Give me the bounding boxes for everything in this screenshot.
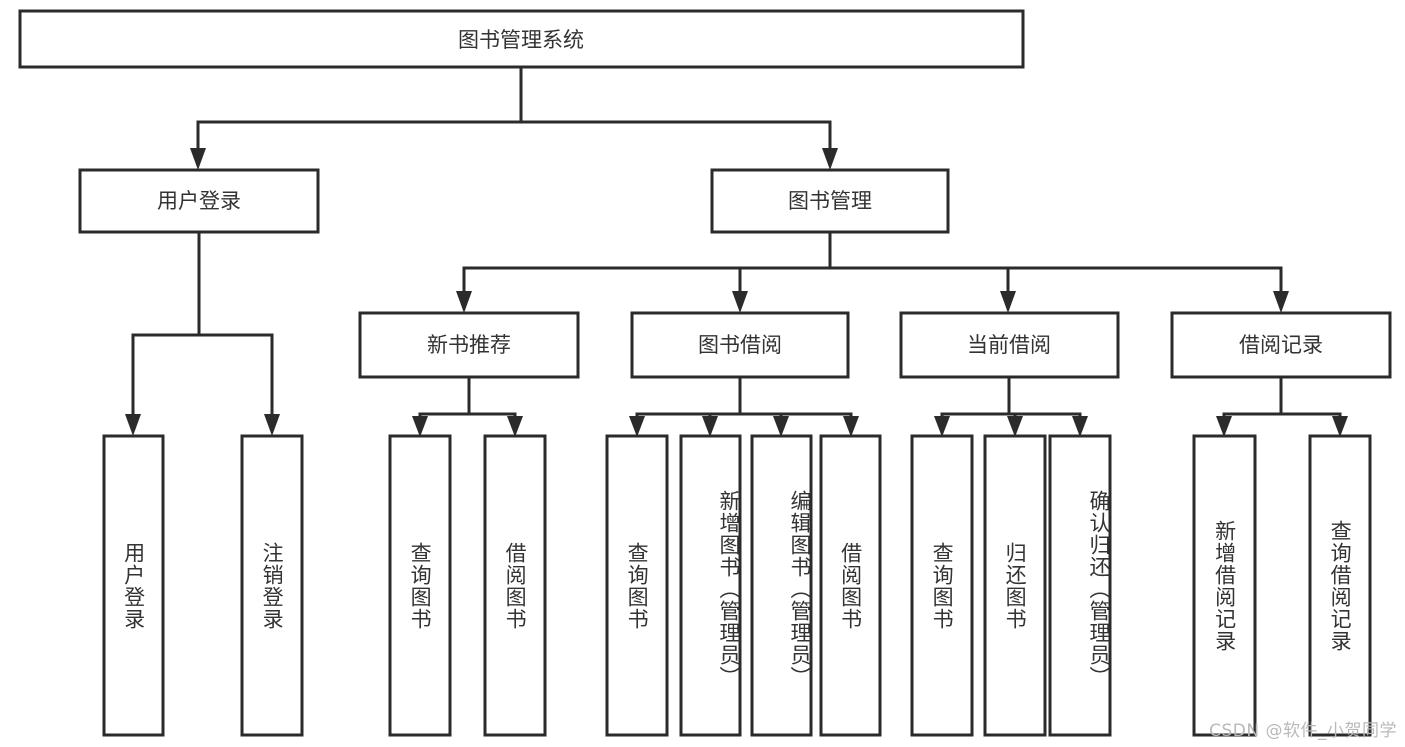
leaf-label-query-borrow-record: 查询借阅记录 — [1328, 519, 1353, 652]
node-root[interactable]: 图书管理系统 — [18, 9, 1025, 69]
node-root-label: 图书管理系统 — [458, 28, 584, 52]
node-book-borrow-box — [630, 311, 850, 379]
node-book-management[interactable]: 图书管理 — [710, 168, 950, 234]
leaf-label-return-book: 归还图书 — [1003, 541, 1028, 630]
connector-book-borrow-to-leaves — [629, 375, 859, 437]
leaf-box-query-borrow-record[interactable] — [1308, 434, 1372, 737]
csdn-watermark: CSDN @软件_小贺同学 — [1209, 721, 1397, 741]
leaf-box-user-logout[interactable] — [240, 434, 304, 737]
node-book-borrow[interactable]: 图书借阅 — [630, 311, 850, 379]
leaf-box-confirm-return-admin[interactable] — [1048, 434, 1112, 737]
connector-borrow-record-to-leaves — [1216, 375, 1348, 437]
node-user-login-label: 用户登录 — [157, 189, 241, 213]
connector-book-management-to-level3 — [456, 230, 1289, 313]
node-current-borrow[interactable]: 当前借阅 — [899, 311, 1120, 379]
node-book-borrow-label: 图书借阅 — [698, 333, 782, 357]
node-book-management-label: 图书管理 — [788, 189, 872, 213]
leaf-label-query-book-borrow: 查询图书 — [625, 541, 650, 630]
leaf-box-user-login[interactable] — [102, 434, 165, 737]
node-user-login[interactable]: 用户登录 — [78, 168, 320, 234]
node-new-book-recommend-box — [358, 311, 580, 379]
connector-user-login-to-leaves — [125, 230, 280, 436]
leaf-label-add-borrow-record: 新增借阅记录 — [1212, 519, 1237, 652]
node-current-borrow-box — [899, 311, 1120, 379]
connector-new-book-recommend-to-leaves — [412, 375, 523, 437]
leaf-box-return-book[interactable] — [983, 434, 1047, 737]
leaf-label-borrow-book-recommend: 借阅图书 — [503, 541, 528, 630]
node-new-book-recommend-label: 新书推荐 — [427, 333, 511, 357]
leaf-box-borrow-book[interactable] — [819, 434, 882, 737]
leaf-box-add-book-admin[interactable] — [679, 434, 742, 737]
leaf-box-query-book-recommend[interactable] — [388, 434, 452, 737]
leaf-box-query-book-current[interactable] — [910, 434, 974, 737]
connector-current-borrow-to-leaves — [934, 375, 1088, 437]
leaf-label-add-book-admin: 新增图书（管理员） — [717, 489, 741, 688]
leaf-label-confirm-return-admin: 确认归还（管理员） — [1087, 489, 1111, 688]
node-current-borrow-label: 当前借阅 — [967, 333, 1051, 357]
leaf-box-edit-book-admin[interactable] — [750, 434, 813, 737]
leaf-label-borrow-book: 借阅图书 — [838, 541, 863, 630]
leaf-box-query-book-borrow[interactable] — [605, 434, 669, 737]
connector-root-to-level2 — [190, 65, 838, 170]
leaf-label-query-book-current: 查询图书 — [930, 541, 955, 630]
node-borrow-record-label: 借阅记录 — [1239, 333, 1323, 357]
node-root-box — [18, 9, 1025, 69]
leaf-box-add-borrow-record[interactable] — [1192, 434, 1257, 737]
leaf-label-query-book-recommend: 查询图书 — [408, 541, 433, 630]
node-borrow-record[interactable]: 借阅记录 — [1170, 311, 1392, 379]
leaf-label-user-logout: 注销登录 — [260, 541, 285, 630]
leaf-label-edit-book-admin: 编辑图书（管理员） — [788, 489, 812, 688]
leaf-label-user-login: 用户登录 — [121, 541, 146, 630]
leaf-box-borrow-book-recommend[interactable] — [483, 434, 547, 737]
node-new-book-recommend[interactable]: 新书推荐 — [358, 311, 580, 379]
